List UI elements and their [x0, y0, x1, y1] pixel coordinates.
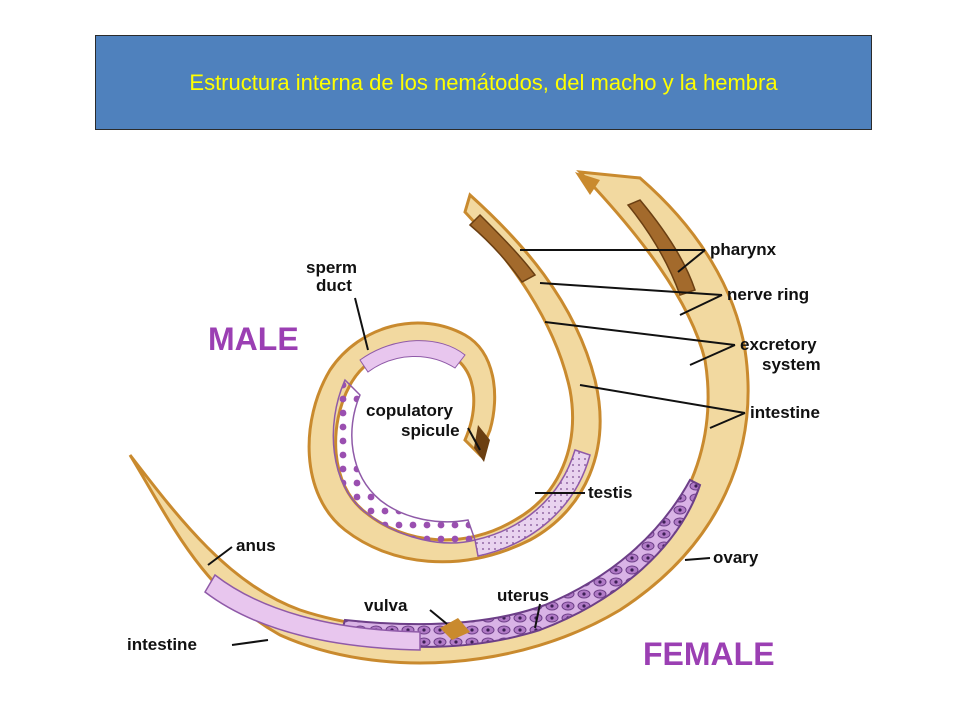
excretory-system-label-line2: system: [762, 355, 821, 374]
female-label: FEMALE: [643, 636, 775, 672]
ovary-label: ovary: [713, 548, 759, 567]
uterus-label: uterus: [497, 586, 549, 605]
excretory-system-label-line1: excretory: [740, 335, 817, 354]
sperm-duct-label-line1: sperm: [306, 258, 357, 277]
nerve-ring-label: nerve ring: [727, 285, 809, 304]
leader-lines: [207, 249, 746, 646]
sperm-duct-label-line2: duct: [316, 276, 352, 295]
copulatory-spicule-label-line1: copulatory: [366, 401, 453, 420]
testis-label: testis: [588, 483, 632, 502]
copulatory-spicule-label-line2: spicule: [401, 421, 460, 440]
intestine-label-left: intestine: [127, 635, 197, 654]
intestine-label-right: intestine: [750, 403, 820, 422]
male-label: MALE: [208, 321, 299, 357]
title-banner: Estructura interna de los nemátodos, del…: [95, 35, 872, 130]
anus-label: anus: [236, 536, 276, 555]
male-worm: [307, 192, 602, 564]
pharynx-label: pharynx: [710, 240, 777, 259]
vulva-label: vulva: [364, 596, 408, 615]
page-title: Estructura interna de los nemátodos, del…: [189, 69, 778, 95]
